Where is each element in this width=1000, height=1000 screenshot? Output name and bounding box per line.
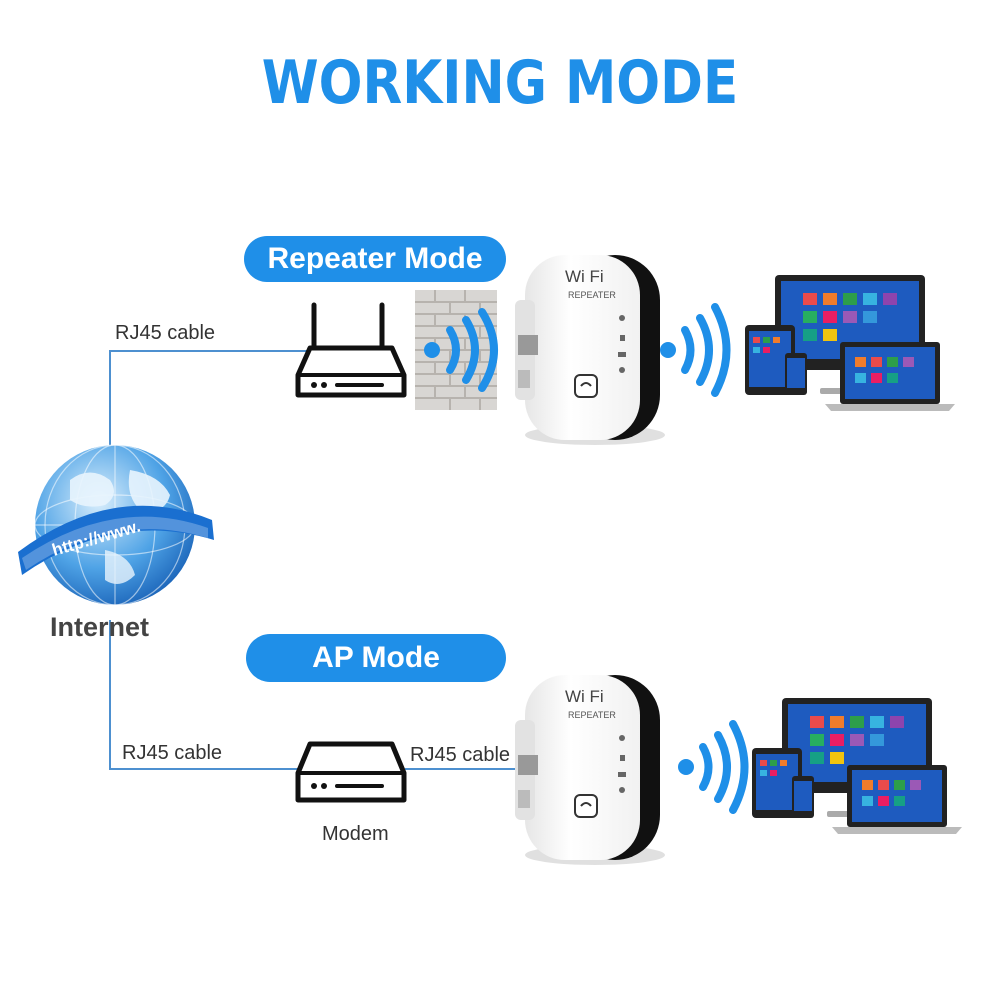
device-brand-sub-ap: REPEATER bbox=[568, 710, 616, 720]
device-brand-top: Wi Fi bbox=[565, 267, 604, 286]
modem-icon bbox=[295, 741, 407, 803]
wifi-signal-icon-top bbox=[660, 303, 731, 397]
modem-label: Modem bbox=[322, 823, 389, 845]
globe-icon: http://www. bbox=[18, 444, 214, 606]
ap-mode-badge: AP Mode bbox=[246, 634, 506, 682]
repeater-device-icon: Wi Fi REPEATER bbox=[515, 255, 665, 445]
devices-icon bbox=[745, 275, 955, 411]
line-ap-cable-right bbox=[405, 768, 535, 770]
wifi-signal-icon-bottom bbox=[678, 720, 749, 814]
device-brand-top-ap: Wi Fi bbox=[565, 687, 604, 706]
internet-label: Internet bbox=[50, 612, 150, 642]
wifi-signal-icon bbox=[424, 308, 498, 392]
repeater-cable-label: RJ45 cable bbox=[115, 322, 216, 344]
ap-cable-label-left: RJ45 cable bbox=[122, 742, 223, 764]
page-title: WORKING MODE bbox=[261, 48, 739, 118]
ap-cable-label-right: RJ45 cable bbox=[410, 744, 511, 766]
device-brand-sub: REPEATER bbox=[568, 290, 616, 300]
repeater-device-icon-ap: Wi Fi REPEATER bbox=[515, 675, 665, 865]
line-ap-cable-left bbox=[109, 768, 299, 770]
router-icon bbox=[295, 302, 407, 398]
repeater-mode-badge: Repeater Mode bbox=[244, 236, 506, 282]
devices-icon-ap bbox=[752, 698, 962, 834]
line-internet-down bbox=[109, 620, 111, 770]
line-internet-up bbox=[109, 350, 111, 450]
line-repeater-cable bbox=[109, 350, 309, 352]
